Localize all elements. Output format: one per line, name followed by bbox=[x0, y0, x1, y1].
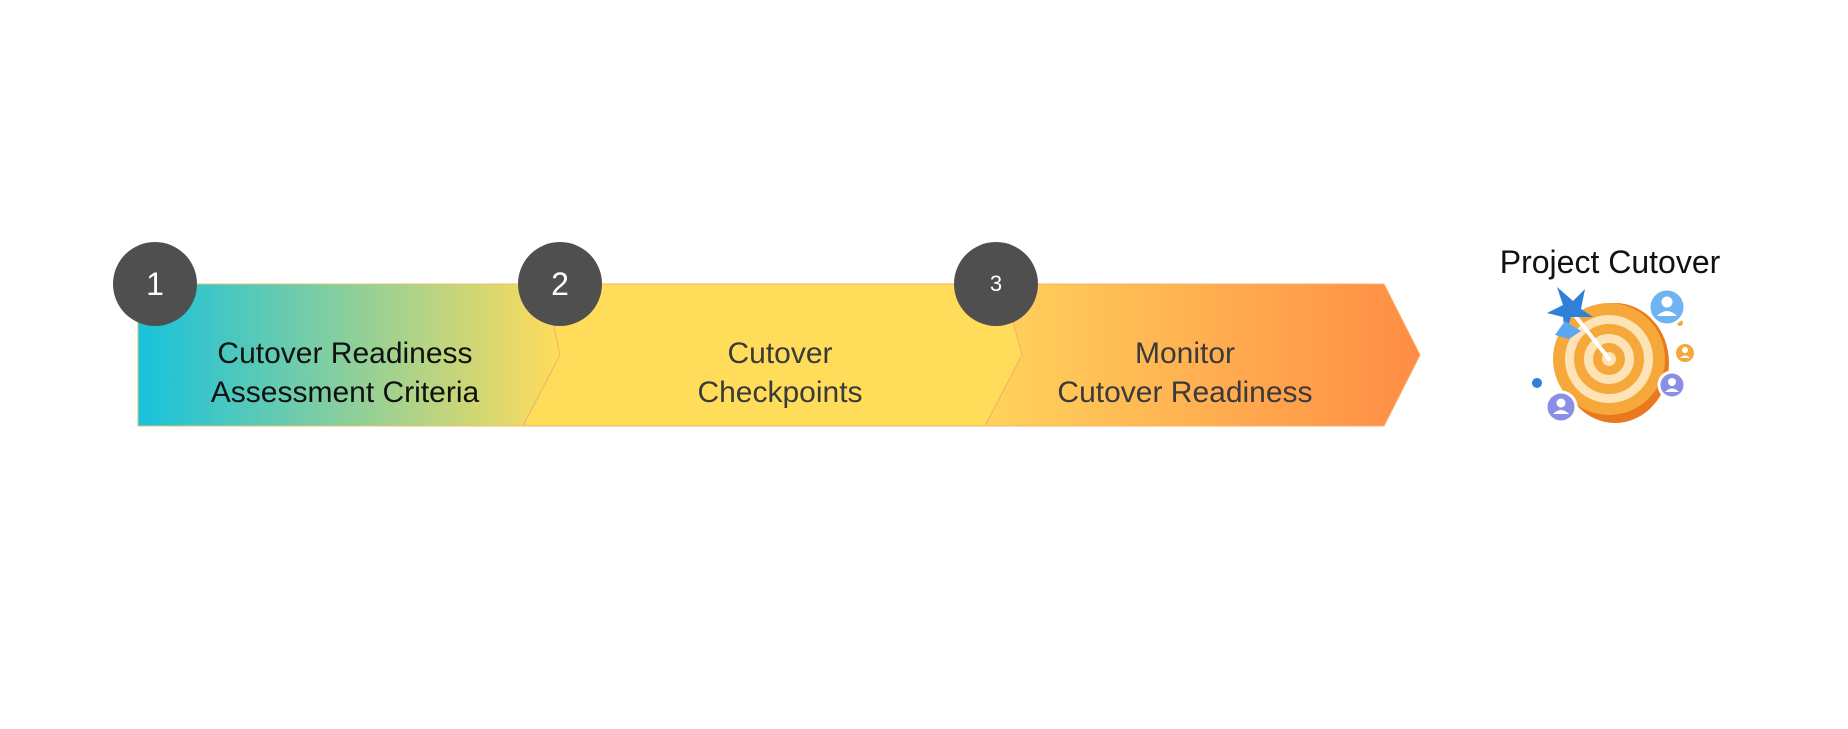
step-3-arrow bbox=[984, 283, 1421, 427]
step-3-label-line-2: Cutover Readiness bbox=[1057, 376, 1313, 409]
step-3-number-badge: 3 bbox=[954, 242, 1038, 326]
step-3-label-line-1: Monitor bbox=[1134, 337, 1236, 370]
step-1-label-line-2: Assessment Criteria bbox=[210, 376, 480, 409]
step-3-label: Monitor Cutover Readiness bbox=[1035, 318, 1335, 428]
step-1-label-line-1: Cutover Readiness bbox=[217, 337, 473, 370]
target-with-darts-and-people-icon bbox=[1532, 287, 1694, 424]
goal-title: Project Cutover bbox=[1499, 244, 1721, 280]
step-2-label-line-1: Cutover bbox=[727, 337, 833, 370]
step-2-number-badge: 2 bbox=[518, 242, 602, 326]
step-1-number-badge: 1 bbox=[113, 242, 197, 326]
step-2-label: Cutover Checkpoints bbox=[640, 318, 920, 428]
step-1-label: Cutover Readiness Assessment Criteria bbox=[205, 318, 485, 428]
step-2-label-line-2: Checkpoints bbox=[697, 376, 863, 409]
